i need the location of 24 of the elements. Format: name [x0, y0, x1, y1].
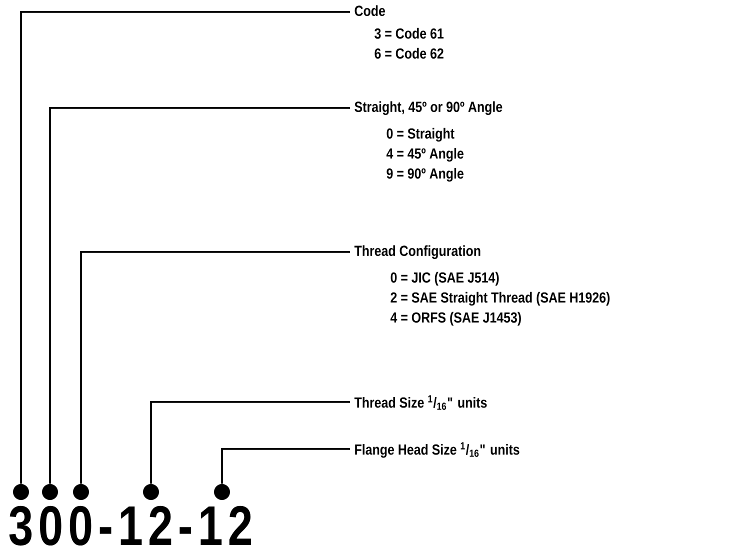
leader-line: [80, 251, 350, 484]
dot: [214, 484, 230, 500]
option-text: 6 = Code 62: [374, 48, 444, 59]
field-heading: Code: [354, 5, 385, 16]
leader-line: [20, 11, 350, 484]
dot: [73, 484, 89, 500]
option-text: 0 = Straight: [386, 128, 454, 142]
field-heading: Flange Head Size $^{1}$/$_{16}$" units: [355, 442, 520, 458]
option-text: 3 = Code 61: [374, 28, 444, 39]
dot: [13, 484, 29, 500]
option-text: 4 = 45º Angle: [386, 148, 464, 162]
option-text: 2 = SAE Straight Thread (SAE H1926): [390, 292, 610, 306]
dot: [143, 484, 159, 500]
field-heading: Thread Size $^{1}$/$_{16}$" units: [354, 395, 487, 410]
dot: [42, 484, 58, 500]
option-text: 9 = 90º Angle: [386, 168, 464, 182]
option-text: 0 = JIC (SAE J514): [390, 272, 499, 286]
option-text: 4 = ORFS (SAE J1453): [390, 312, 521, 326]
part-number: 300-12-12: [9, 506, 251, 546]
leader-line: [221, 448, 350, 484]
field-heading: Thread Configuration: [354, 245, 480, 259]
field-heading: Straight, 45º or 90º Angle: [354, 101, 502, 115]
leader-line: [49, 107, 350, 484]
leader-line: [150, 401, 350, 484]
